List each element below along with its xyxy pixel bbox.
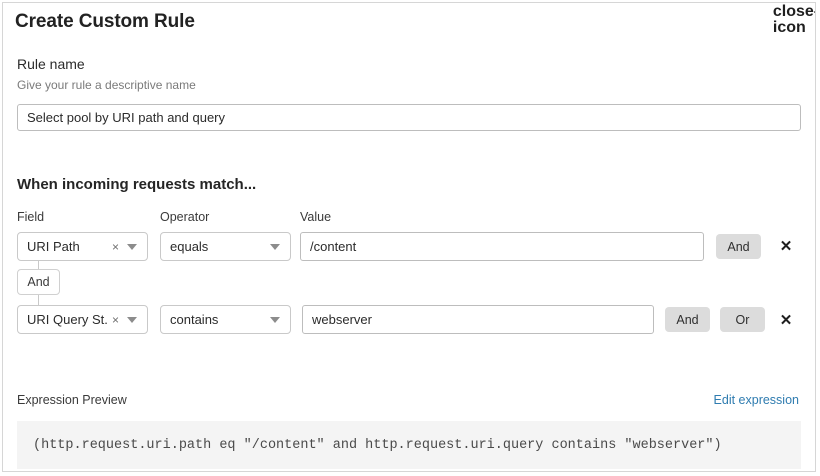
chevron-down-icon bbox=[270, 316, 280, 323]
value-input-row-2[interactable] bbox=[302, 305, 654, 334]
field-select-row-1[interactable]: URI Path × bbox=[17, 232, 148, 261]
expression-preview-text: (http.request.uri.path eq "/content" and… bbox=[33, 437, 722, 453]
conditions-heading: When incoming requests match... bbox=[17, 176, 257, 193]
and-button-row-1[interactable]: And bbox=[716, 234, 761, 259]
and-button-row-2[interactable]: And bbox=[665, 307, 710, 332]
clear-icon[interactable]: × bbox=[111, 239, 119, 254]
operator-select-row-2[interactable]: contains bbox=[160, 305, 291, 334]
field-select-row-2[interactable]: URI Query St... × bbox=[17, 305, 148, 334]
rule-name-label: Rule name bbox=[17, 56, 85, 72]
column-header-field: Field bbox=[17, 210, 45, 224]
delete-condition-row-2[interactable]: ✕ bbox=[779, 311, 793, 329]
chevron-down-icon bbox=[127, 316, 137, 323]
close-icon[interactable]: close-icon bbox=[772, 3, 816, 36]
column-header-operator: Operator bbox=[160, 210, 210, 224]
connector-and-badge[interactable]: And bbox=[17, 269, 60, 295]
dialog-title: Create Custom Rule bbox=[15, 11, 195, 32]
rule-name-input[interactable] bbox=[17, 104, 801, 131]
edit-expression-link[interactable]: Edit expression bbox=[713, 393, 799, 407]
expression-preview-label: Expression Preview bbox=[17, 393, 127, 407]
chevron-down-icon bbox=[127, 243, 137, 250]
operator-select-value-row-2: contains bbox=[170, 312, 219, 327]
field-select-value-row-2: URI Query St... bbox=[27, 312, 107, 327]
operator-select-row-1[interactable]: equals bbox=[160, 232, 291, 261]
field-select-value-row-1: URI Path bbox=[27, 239, 80, 254]
operator-select-value-row-1: equals bbox=[170, 239, 209, 254]
chevron-down-icon bbox=[270, 243, 280, 250]
expression-preview-box: (http.request.uri.path eq "/content" and… bbox=[17, 421, 801, 469]
value-input-row-1[interactable] bbox=[300, 232, 704, 261]
or-button-row-2[interactable]: Or bbox=[720, 307, 765, 332]
rule-name-help-text: Give your rule a descriptive name bbox=[17, 78, 196, 92]
delete-condition-row-1[interactable]: ✕ bbox=[779, 237, 793, 255]
clear-icon[interactable]: × bbox=[111, 312, 119, 327]
column-header-value: Value bbox=[300, 210, 332, 224]
